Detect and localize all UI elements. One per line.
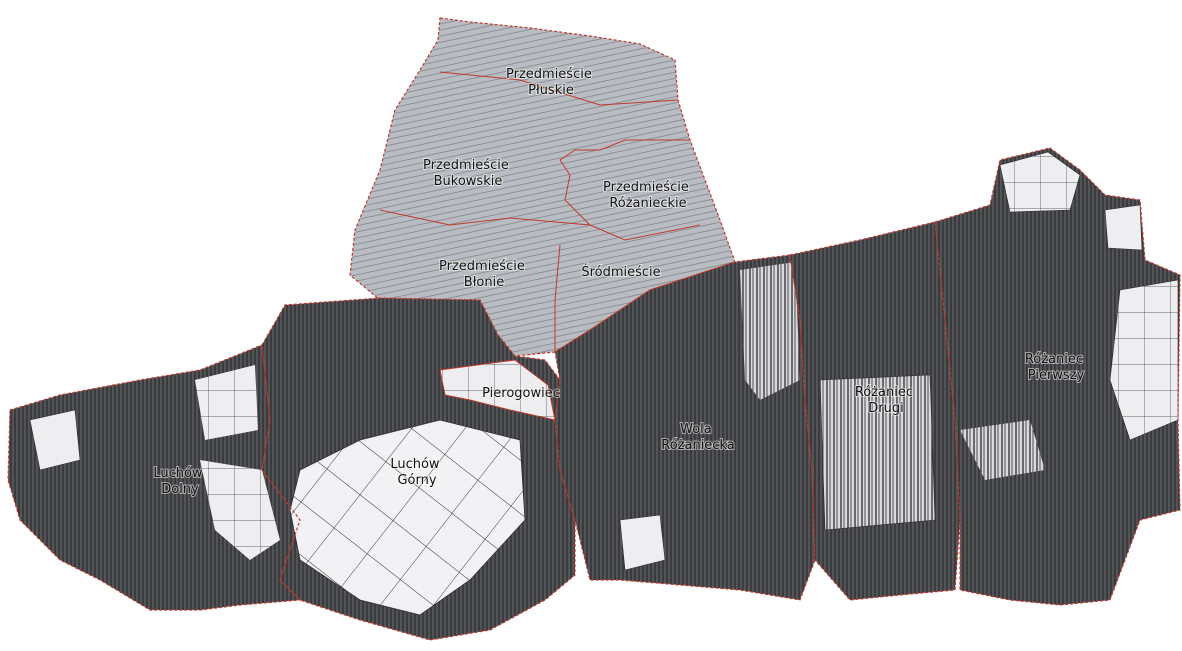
town-inner-boundaries <box>379 71 701 352</box>
luchow-dolny-area <box>7 344 302 611</box>
label-rozaniec-drugi: Różaniec Drugi <box>855 385 917 416</box>
label-srodmiescie: Śródmieście <box>581 264 660 280</box>
luchow-gorny-area <box>261 297 576 641</box>
rozaniec-pierwszy-area <box>934 147 1181 606</box>
label-rozaniec-pierwszy: Różaniec Pierwszy <box>1025 352 1087 383</box>
wola-rozaniecka-area <box>554 254 816 601</box>
rozaniec-drugi-area <box>789 221 961 601</box>
label-przedmiescie-bukowskie: Przedmieście Bukowskie <box>423 158 513 189</box>
label-wola-rozaniecka: Wola Różaniecka <box>661 422 734 453</box>
label-pierogowiec: Pierogowiec <box>482 386 560 401</box>
label-przedmiescie-pluskie: Przedmieście Płuskie <box>506 67 596 98</box>
label-luchow-dolny: Luchów Dolny <box>153 466 206 497</box>
label-przedmiescie-blonie: Przedmieście Błonie <box>439 259 529 290</box>
map-labels: Przedmieście Płuskie Przedmieście Bukows… <box>152 66 1087 498</box>
label-luchow-gorny: Luchów Górny <box>390 457 443 488</box>
label-przedmiescie-rozanieckie: Przedmieście Różanieckie <box>603 180 693 211</box>
